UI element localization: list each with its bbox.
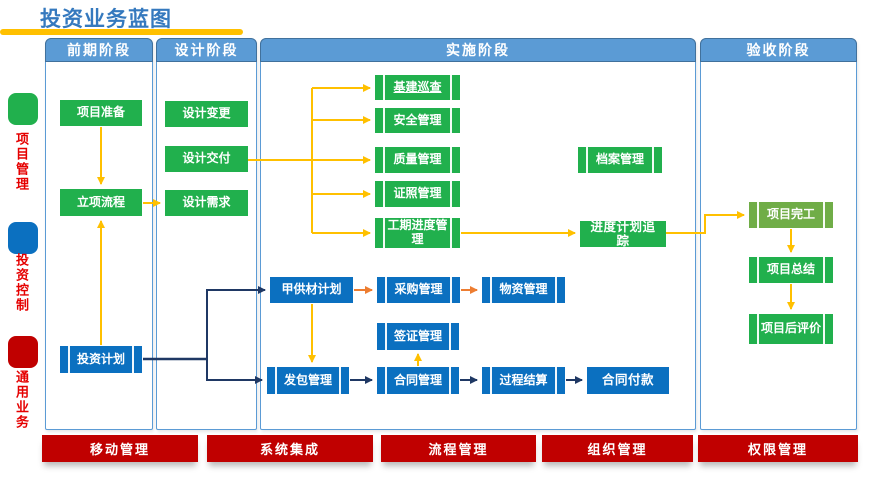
node-project-summary: 项目总结 xyxy=(749,257,833,283)
page-title: 投资业务蓝图 xyxy=(40,8,172,31)
node-quality-management: 质量管理 xyxy=(375,147,460,173)
node-design-delivery: 设计交付 xyxy=(165,146,248,172)
node-investment-plan: 投资计划 xyxy=(60,346,142,373)
phase-column-acceptance: 验收阶段 xyxy=(700,38,857,430)
node-post-project-evaluation: 项目后评价 xyxy=(749,314,833,344)
legend-label-project-management: 项目管理 xyxy=(14,132,29,192)
node-process-settlement: 过程结算 xyxy=(482,367,565,394)
bottom-bar-mobile-management: 移动管理 xyxy=(42,435,198,462)
node-materials-management: 物资管理 xyxy=(482,277,565,303)
node-owner-supplied-material-plan: 甲供材计划 xyxy=(270,277,353,303)
phase-header-acceptance: 验收阶段 xyxy=(700,38,857,62)
legend-swatch-project-management xyxy=(8,93,38,125)
node-license-management: 证照管理 xyxy=(375,181,460,207)
title-underline-bar xyxy=(0,29,243,35)
node-infrastructure-inspection: 基建巡查 xyxy=(375,75,460,100)
legend-swatch-investment-control xyxy=(8,222,38,254)
phase-column-design: 设计阶段 xyxy=(156,38,257,430)
node-contract-management: 合同管理 xyxy=(377,367,459,394)
node-schedule-management: 工期进度管理 xyxy=(375,218,460,248)
node-contract-payment: 合同付款 xyxy=(587,367,669,394)
node-design-demand: 设计需求 xyxy=(165,190,248,216)
bottom-bar-organization-management: 组织管理 xyxy=(542,435,693,462)
phase-header-pre: 前期阶段 xyxy=(45,38,153,62)
legend-swatch-general-business xyxy=(8,336,38,368)
node-project-completion: 项目完工 xyxy=(749,202,833,228)
bottom-bar-permission-management: 权限管理 xyxy=(698,435,858,462)
legend-label-general-business: 通用业务 xyxy=(14,370,29,430)
node-visa-management: 签证管理 xyxy=(377,323,459,350)
node-design-change: 设计变更 xyxy=(165,101,248,127)
bottom-bar-process-management: 流程管理 xyxy=(381,435,536,462)
node-safety-management: 安全管理 xyxy=(375,108,460,133)
node-project-preparation: 项目准备 xyxy=(60,100,142,126)
phase-header-design: 设计阶段 xyxy=(156,38,257,62)
node-project-approval-process: 立项流程 xyxy=(60,189,142,216)
node-procurement-management: 采购管理 xyxy=(377,277,460,303)
node-schedule-plan-tracking: 进度计划追踪 xyxy=(580,220,666,248)
phase-header-implementation: 实施阶段 xyxy=(260,38,696,62)
node-archive-management: 档案管理 xyxy=(578,147,662,173)
legend-label-investment-control: 投资控制 xyxy=(14,253,29,313)
bottom-bar-system-integration: 系统集成 xyxy=(207,435,373,462)
node-contracting-management: 发包管理 xyxy=(267,367,349,394)
